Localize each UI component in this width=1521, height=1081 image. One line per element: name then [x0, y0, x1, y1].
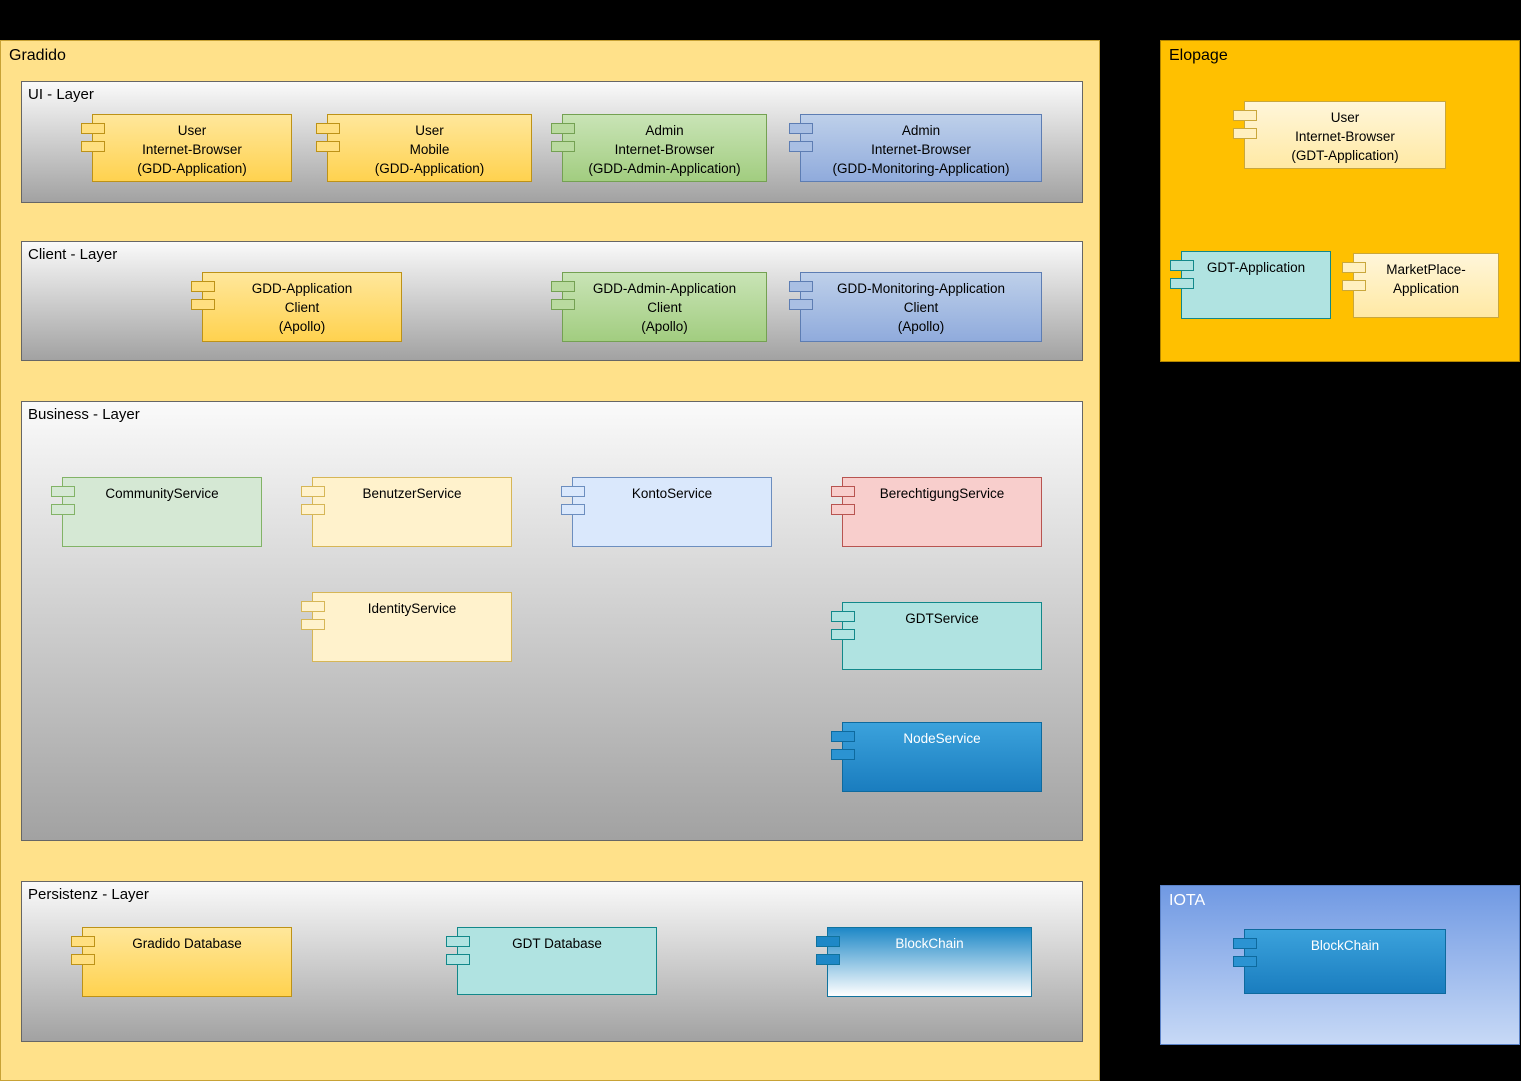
uml-component-tab-icon [81, 141, 105, 152]
uml-component-tab-icon [446, 936, 470, 947]
component-blockchain-iota: BlockChain [1233, 929, 1446, 994]
component-admin-internet-browser-gdd-monitoring-application: Admin Internet-Browser (GDD-Monitoring-A… [789, 114, 1042, 182]
component-gdt-application: GDT-Application [1170, 251, 1331, 319]
component-label: BlockChain [895, 936, 964, 951]
component-label: GDD-Monitoring-Application Client (Apoll… [836, 281, 1006, 334]
business-layer-title: Business - Layer [28, 406, 140, 423]
uml-component-tab-icon [191, 281, 215, 292]
component-gdd-application-client: GDD-Application Client (Apollo) [191, 272, 402, 342]
component-label: GDD-Application Client (Apollo) [251, 281, 353, 334]
component-label: GDT Database [512, 936, 602, 951]
uml-component-tab-icon [831, 504, 855, 515]
uml-component-tab-icon [71, 954, 95, 965]
uml-component-tab-icon [81, 123, 105, 134]
uml-component-tab-icon [71, 936, 95, 947]
uml-component-tab-icon [301, 504, 325, 515]
component-user-mobile-gdd-application: User Mobile (GDD-Application) [316, 114, 532, 182]
component-label: User Mobile (GDD-Application) [374, 123, 485, 176]
component-gdt-database: GDT Database [446, 927, 657, 995]
uml-component-tab-icon [1170, 260, 1194, 271]
uml-component-tab-icon [1233, 110, 1257, 121]
uml-component-tab-icon [551, 299, 575, 310]
component-label: Gradido Database [132, 936, 242, 951]
elopage-container: Elopage User Internet-Browser (GDT-Appli… [1160, 40, 1520, 362]
component-gdd-admin-application-client: GDD-Admin-Application Client (Apollo) [551, 272, 767, 342]
uml-component-tab-icon [789, 281, 813, 292]
gradido-title: Gradido [9, 47, 66, 64]
uml-component-tab-icon [1342, 280, 1366, 291]
component-label: User Internet-Browser (GDT-Application) [1291, 110, 1399, 163]
component-label: NodeService [903, 731, 981, 746]
component-label: GDT-Application [1206, 260, 1306, 275]
component-label: BenutzerService [362, 486, 462, 501]
uml-component-tab-icon [789, 123, 813, 134]
component-gdtservice: GDTService [831, 602, 1042, 670]
component-gradido-database: Gradido Database [71, 927, 292, 997]
uml-component-tab-icon [831, 629, 855, 640]
component-berechtigungservice: BerechtigungService [831, 477, 1042, 547]
component-label: Admin Internet-Browser (GDD-Monitoring-A… [832, 123, 1010, 176]
uml-component-tab-icon [316, 141, 340, 152]
uml-component-tab-icon [301, 486, 325, 497]
component-label: GDTService [905, 611, 979, 626]
client-layer: Client - Layer GDD-Application Client (A… [21, 241, 1083, 361]
component-label: BlockChain [1310, 938, 1380, 953]
ui-layer: UI - Layer User Internet-Browser (GDD-Ap… [21, 81, 1083, 203]
component-kontoservice: KontoService [561, 477, 772, 547]
uml-component-tab-icon [1233, 938, 1257, 949]
persistenz-layer-title: Persistenz - Layer [28, 886, 149, 903]
uml-component-tab-icon [316, 123, 340, 134]
component-identityservice: IdentityService [301, 592, 512, 662]
gradido-container: Gradido UI - Layer User Internet-Browser… [0, 40, 1100, 1081]
component-nodeservice: NodeService [831, 722, 1042, 792]
uml-component-tab-icon [1233, 128, 1257, 139]
uml-component-tab-icon [51, 486, 75, 497]
uml-component-tab-icon [816, 936, 840, 947]
uml-component-tab-icon [789, 299, 813, 310]
component-communityservice: CommunityService [51, 477, 262, 547]
component-user-internet-browser-gdd-application: User Internet-Browser (GDD-Application) [81, 114, 292, 182]
uml-component-tab-icon [51, 504, 75, 515]
ui-layer-title: UI - Layer [28, 86, 94, 103]
iota-container: IOTA BlockChain [1160, 885, 1520, 1045]
uml-component-tab-icon [551, 123, 575, 134]
client-layer-title: Client - Layer [28, 246, 118, 263]
component-label: IdentityService [367, 601, 457, 616]
component-label: BerechtigungService [879, 486, 1005, 501]
uml-component-tab-icon [1170, 278, 1194, 289]
uml-component-tab-icon [831, 731, 855, 742]
component-gdd-monitoring-application-client: GDD-Monitoring-Application Client (Apoll… [789, 272, 1042, 342]
component-user-internet-browser-gdt-application: User Internet-Browser (GDT-Application) [1233, 101, 1446, 169]
business-layer: Business - Layer CommunityService Benutz… [21, 401, 1083, 841]
component-benutzerservice: BenutzerService [301, 477, 512, 547]
component-admin-internet-browser-gdd-admin-application: Admin Internet-Browser (GDD-Admin-Applic… [551, 114, 767, 182]
elopage-title: Elopage [1169, 47, 1228, 64]
uml-component-tab-icon [1233, 956, 1257, 967]
component-label: Admin Internet-Browser (GDD-Admin-Applic… [588, 123, 741, 176]
uml-component-tab-icon [301, 619, 325, 630]
uml-component-tab-icon [301, 601, 325, 612]
component-marketplace-application: MarketPlace- Application [1342, 253, 1499, 318]
uml-component-tab-icon [551, 281, 575, 292]
uml-component-tab-icon [831, 749, 855, 760]
uml-component-tab-icon [561, 504, 585, 515]
component-blockchain-persistenz: BlockChain [816, 927, 1032, 997]
component-label: User Internet-Browser (GDD-Application) [137, 123, 247, 176]
persistenz-layer: Persistenz - Layer Gradido Database GDT … [21, 881, 1083, 1042]
uml-component-tab-icon [446, 954, 470, 965]
component-label: GDD-Admin-Application Client (Apollo) [592, 281, 737, 334]
uml-component-tab-icon [789, 141, 813, 152]
component-label: MarketPlace- Application [1386, 262, 1466, 296]
uml-component-tab-icon [831, 486, 855, 497]
uml-component-tab-icon [191, 299, 215, 310]
component-label: KontoService [631, 486, 713, 501]
uml-component-tab-icon [1342, 262, 1366, 273]
iota-title: IOTA [1169, 892, 1206, 909]
uml-component-tab-icon [816, 954, 840, 965]
uml-component-tab-icon [551, 141, 575, 152]
uml-component-tab-icon [561, 486, 585, 497]
uml-component-tab-icon [831, 611, 855, 622]
component-label: CommunityService [105, 486, 219, 501]
